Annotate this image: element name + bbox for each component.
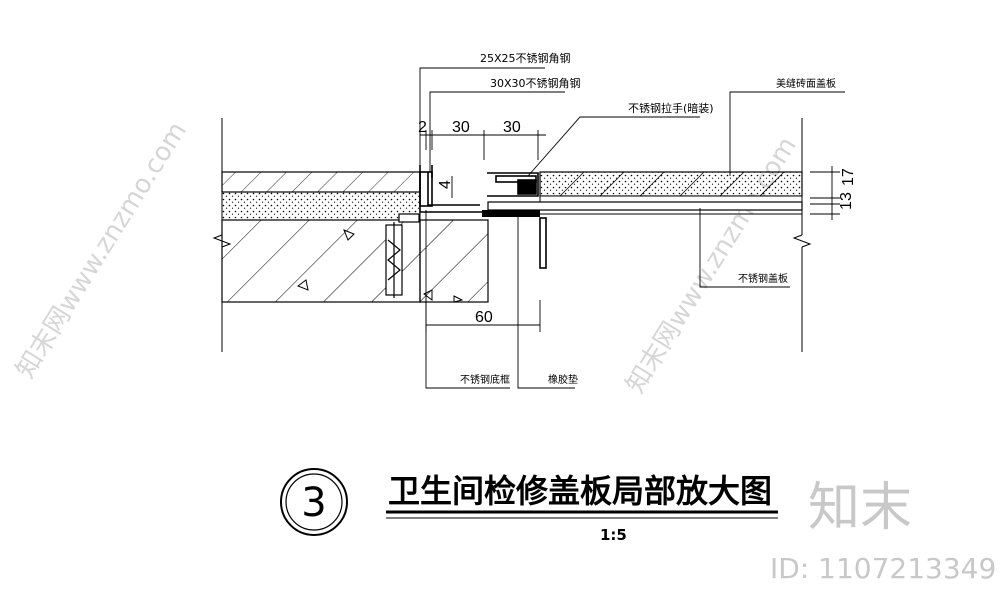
- rubber-pad: [482, 210, 540, 217]
- dim-30-left: 30: [452, 119, 470, 136]
- dim-1: 1: [838, 201, 855, 210]
- dim-30-right: 30: [503, 119, 521, 136]
- mid-concrete-slab: [419, 219, 489, 303]
- watermark-logo: 知末: [808, 478, 912, 538]
- watermark-left: 知末网www.znzmo.com: [10, 117, 192, 384]
- anchor-bolt: [385, 213, 420, 298]
- label-ss-frame: 不锈钢底框: [460, 373, 510, 386]
- leader-lines: [419, 67, 845, 389]
- detail-number: 3: [301, 480, 326, 526]
- label-angle-25: 25X25不锈钢角钢: [480, 52, 571, 65]
- handle-recess: [487, 172, 539, 197]
- detail-scale: 1:5: [600, 526, 627, 544]
- detail-number-circle: [280, 468, 348, 536]
- dim-17: 17: [840, 168, 857, 186]
- watermark-site-left: 知末网www.znzmo.com: [10, 117, 192, 384]
- label-angle-30: 30X30不锈钢角钢: [490, 77, 581, 90]
- label-ss-cover: 不锈钢盖板: [738, 272, 788, 285]
- label-handle: 不锈钢拉手(暗装): [628, 101, 714, 115]
- dim-60: 60: [475, 309, 493, 326]
- dim-2: 2: [418, 119, 427, 136]
- dim-3: 3: [838, 192, 855, 201]
- detail-title: 卫生间检修盖板局部放大图: [388, 472, 772, 510]
- label-rubber-pad: 橡胶垫: [548, 373, 578, 386]
- label-cover-finish: 美缝砖面盖板: [776, 77, 836, 90]
- ss-bottom-frame: [539, 217, 547, 269]
- ss-angle-frames: [419, 165, 488, 213]
- ss-cover-plate: [487, 201, 803, 211]
- watermark-id: ID: 1107213349: [770, 552, 996, 585]
- left-mortar-layer: [221, 191, 421, 221]
- left-tile-layer: [221, 171, 421, 193]
- cover-tile-hatch: [559, 171, 785, 197]
- aggregate-marks: [296, 229, 464, 303]
- cover-tile-finish: [539, 171, 803, 197]
- dim-4: 4: [437, 180, 454, 189]
- title-block: 3 卫生间检修盖板局部放大图 1:5: [280, 468, 778, 544]
- cover-base-layer: [539, 195, 803, 203]
